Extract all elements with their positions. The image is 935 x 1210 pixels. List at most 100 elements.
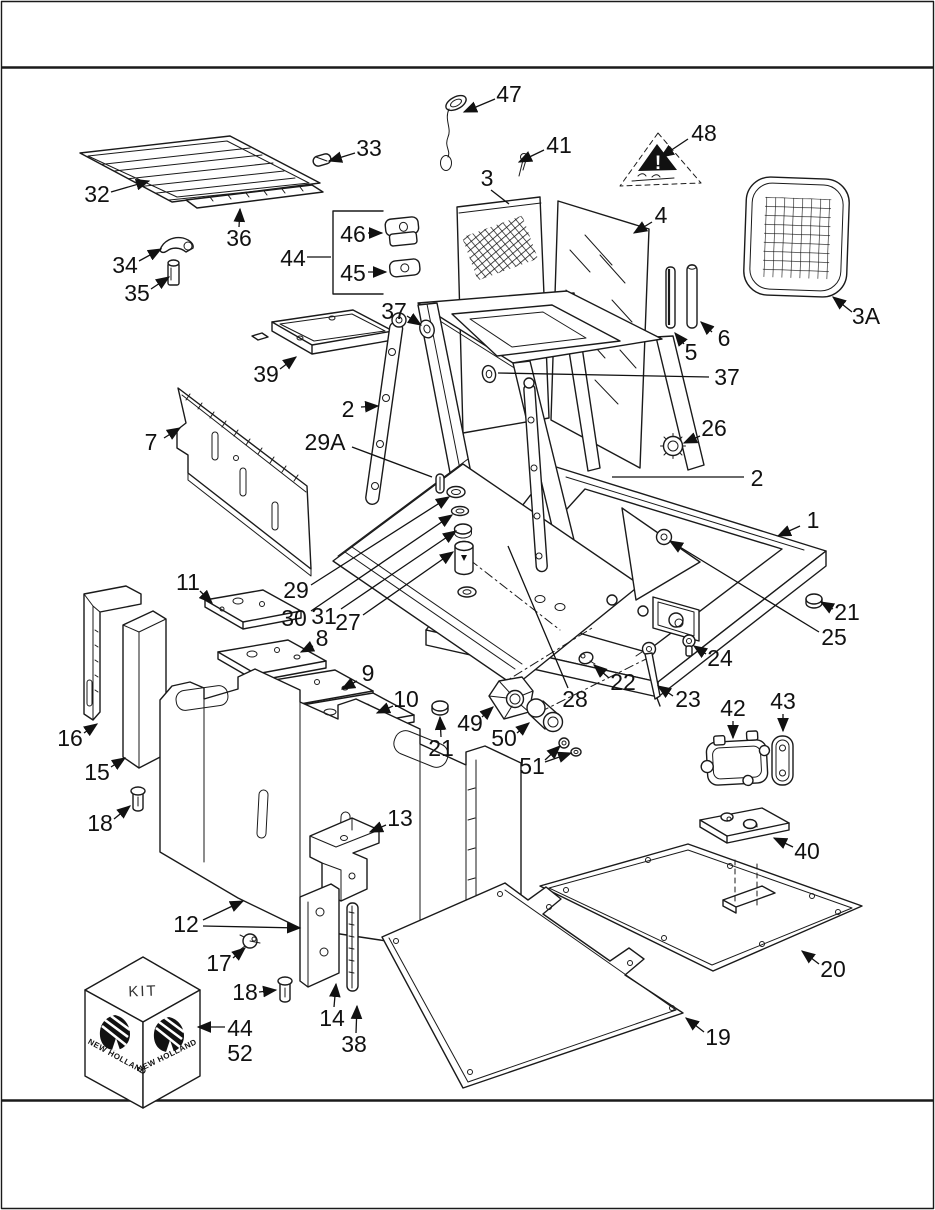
part-label-4: 4	[655, 202, 668, 228]
part-label-7: 7	[145, 429, 158, 455]
part-label-41: 41	[546, 132, 572, 158]
part-label-52: 52	[227, 1040, 253, 1066]
callout-27: 27	[335, 551, 455, 635]
leader-line-2-left	[360, 400, 380, 413]
part-label-13: 13	[387, 805, 413, 831]
part-label-37-left: 37	[381, 298, 407, 324]
part-label-45: 45	[340, 260, 366, 286]
leader-line-36	[233, 207, 246, 228]
part-36-strip	[185, 184, 324, 209]
callout-12: 12	[173, 900, 302, 937]
cab-frame-assembly	[332, 290, 827, 713]
part-label-10: 10	[393, 686, 419, 712]
callout-51: 51	[519, 745, 573, 779]
part-label-43: 43	[770, 688, 796, 714]
callout-45: 45	[340, 260, 388, 286]
part-43-strip	[771, 735, 794, 786]
part-16-bracket	[83, 585, 142, 721]
part-50-bushing	[526, 698, 564, 733]
callout-9: 9	[340, 660, 374, 690]
callout-17: 17	[206, 947, 246, 976]
part-37-grommet-right	[481, 364, 497, 384]
leader-line-12	[202, 900, 245, 921]
part-label-24: 24	[707, 645, 733, 671]
leader-line-38	[350, 1004, 363, 1034]
leader-line-34	[138, 248, 163, 262]
leader-line-32	[110, 178, 151, 193]
leader-line-5	[674, 331, 688, 347]
callout-41: 41	[517, 132, 572, 163]
leader-line-40	[772, 837, 794, 849]
callout-50: 50	[491, 722, 530, 751]
part-label-37-right: 37	[714, 364, 740, 390]
leader-line-26	[682, 432, 701, 444]
part-label-11: 11	[176, 569, 200, 595]
part-label-14: 14	[319, 1005, 345, 1031]
leader-line-16	[82, 723, 99, 737]
callout-35: 35	[124, 276, 171, 306]
part-22-clip	[578, 651, 596, 665]
leader-line-37-left	[406, 313, 423, 326]
callout-48: 48	[659, 120, 717, 158]
callout-24: 24	[692, 645, 733, 671]
part-label-16: 16	[57, 725, 83, 751]
leader-line-25	[668, 540, 820, 633]
part-label-18-left: 18	[87, 810, 113, 836]
part-label-20: 20	[820, 956, 846, 982]
callout-3: 3	[481, 165, 510, 205]
callout-33: 33	[327, 135, 382, 163]
part-48-warning-decal: !	[619, 132, 702, 187]
new-holland-leaf-icon	[153, 1016, 185, 1053]
callout-29a: 29A	[305, 429, 433, 478]
callout-8: 8	[299, 625, 328, 653]
part-label-2-left: 2	[342, 396, 355, 422]
callout-30: 30	[281, 514, 454, 631]
part-38-strip	[346, 902, 359, 992]
callout-18-bottom: 18	[232, 979, 278, 1005]
part-label-17: 17	[206, 950, 232, 976]
callout-7: 7	[145, 427, 182, 455]
part-label-38: 38	[341, 1031, 367, 1057]
part-33-clip	[312, 153, 332, 167]
callout-46: 46	[340, 221, 384, 247]
part-23-rod	[635, 641, 661, 707]
leader-line-21-right	[819, 601, 836, 614]
part-label-6: 6	[718, 325, 731, 351]
leader-line-50	[515, 722, 530, 736]
part-17-clip	[239, 933, 261, 950]
leader-line-6	[700, 321, 715, 336]
leader-line-29a	[351, 446, 433, 478]
leader-line-18-bottom	[258, 985, 278, 998]
leader-line-3a	[831, 296, 853, 313]
leader-line-47	[462, 98, 496, 113]
part-label-3: 3	[481, 165, 494, 191]
callout-2-right: 2	[612, 465, 763, 491]
part-label-15: 15	[84, 759, 110, 785]
leader-line-9	[340, 677, 358, 690]
part-6-strip	[686, 264, 698, 329]
part-label-36: 36	[226, 225, 252, 251]
callout-23: 23	[656, 685, 701, 712]
callout-21-left: 21	[428, 715, 454, 761]
part-label-35: 35	[124, 280, 150, 306]
part-11-plate	[204, 589, 302, 630]
part-26-ring	[660, 433, 686, 459]
callout-39: 39	[253, 356, 298, 387]
callout-42: 42	[720, 695, 746, 740]
part-label-1: 1	[807, 507, 820, 533]
leader-line-51	[544, 751, 573, 763]
part-25-washer	[655, 528, 673, 546]
part-47-lanyard	[440, 94, 467, 171]
part-8-plate	[217, 639, 327, 682]
leader-line-8	[299, 640, 316, 653]
part-35-pin	[167, 259, 180, 286]
part-label-48: 48	[691, 120, 717, 146]
part-label-46: 46	[340, 221, 366, 247]
kit-box-top-label: KIT	[128, 982, 158, 1000]
part-label-5: 5	[685, 339, 698, 365]
leader-line-21-left	[434, 715, 447, 738]
part-label-51: 51	[519, 753, 545, 779]
part-label-29a: 29A	[305, 429, 347, 455]
leader-line-37-right	[497, 372, 710, 378]
